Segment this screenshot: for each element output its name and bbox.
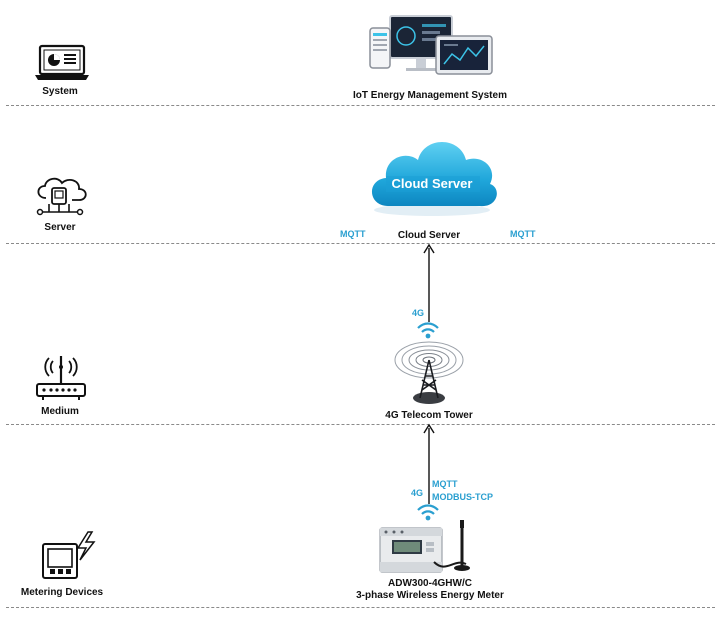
wifi-signal-icon-meter <box>417 504 439 521</box>
arrow-meter-to-tower <box>423 423 435 504</box>
tower-link-protocol: 4G <box>412 308 425 318</box>
meter-label-model: ADW300-4GHW/C <box>388 578 472 589</box>
cloud-server-icon <box>36 177 87 216</box>
router-icon <box>36 356 86 400</box>
telecom-tower-icon <box>394 341 464 404</box>
tier-divider-2 <box>6 243 715 244</box>
meter-label-description: 3-phase Wireless Energy Meter <box>356 590 504 601</box>
energy-meter-icon <box>379 520 470 573</box>
cloud-inner-text: Cloud Server <box>391 176 473 191</box>
meter-link-protocol: 4G <box>411 488 424 498</box>
cloud-label: Cloud Server <box>397 230 461 241</box>
laptop-chart-icon <box>35 44 89 80</box>
tier-divider-1 <box>6 105 715 106</box>
wifi-signal-icon-tower <box>417 322 439 339</box>
tier-divider-3 <box>6 424 715 425</box>
cloud-icon <box>371 142 497 216</box>
cloud-protocol-left: MQTT <box>340 229 366 239</box>
multi-device-dashboard-icon <box>369 15 493 75</box>
tier-divider-4 <box>6 607 715 608</box>
tower-label: 4G Telecom Tower <box>385 410 473 421</box>
cloud-protocol-right: MQTT <box>510 229 536 239</box>
meter-device-icon <box>42 531 96 579</box>
tier-label-medium: Medium <box>41 406 79 417</box>
arrow-tower-to-cloud <box>423 243 435 322</box>
meter-protocol-modbus-tcp: MODBUS-TCP <box>432 492 493 502</box>
tier-label-server: Server <box>44 222 76 233</box>
tier-label-metering-devices: Metering Devices <box>20 587 104 598</box>
system-label: IoT Energy Management System <box>353 90 507 101</box>
tier-label-system: System <box>42 86 78 97</box>
meter-protocol-mqtt: MQTT <box>432 479 458 489</box>
